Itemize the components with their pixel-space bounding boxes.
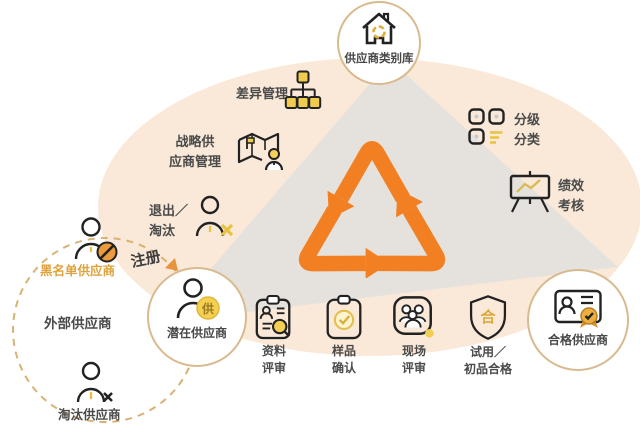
label-exit-eliminate: 退出／ 淘汰 <box>149 203 189 238</box>
step-sample-confirmation: 样品 确认 <box>312 294 376 377</box>
step-trial-qualified: 合 试用／ 初品合格 <box>450 294 526 378</box>
step-label: 样品 确认 <box>331 344 356 375</box>
person-exit-icon <box>195 195 234 237</box>
node-label: 潜在供应商 <box>166 326 227 340</box>
step-onsite-review: 现场 评审 <box>382 294 446 377</box>
node-potential-supplier: 供 潜在供应商 <box>147 267 247 367</box>
label-strategic-supplier-management: 战略供 应商管理 <box>168 134 221 169</box>
performance-board-icon <box>509 171 551 213</box>
map-person-icon <box>237 132 284 171</box>
register-arrowhead-icon <box>165 258 178 271</box>
people-group-icon <box>393 296 434 338</box>
label-grading-classification: 分级 分类 <box>514 112 541 147</box>
node-qualified-supplier: 合格供应商 <box>527 269 629 371</box>
node-label: 供应商类别库 <box>344 53 414 65</box>
certificate-medal-icon <box>554 289 602 328</box>
org-chart-icon <box>284 70 322 109</box>
label-eliminated-supplier: 淘汰供应商 <box>58 408 121 422</box>
person-eliminated-icon <box>76 361 113 403</box>
shield-char: 合 <box>479 308 496 326</box>
step-document-review: 资料 评审 <box>242 294 306 377</box>
shield-icon: 合 <box>469 295 507 340</box>
label-performance-assessment: 绩效 考核 <box>558 178 585 213</box>
step-label: 试用／ 初品合格 <box>463 345 512 376</box>
recycle-cycle-icon <box>298 141 446 278</box>
clipboard-check-icon <box>326 294 362 340</box>
house-recycle-icon <box>362 12 396 45</box>
label-blacklist-supplier: 黑名单供应商 <box>40 264 116 278</box>
clipboard-search-icon <box>255 294 291 340</box>
person-supplier-icon: 供 <box>176 278 220 320</box>
step-label: 现场 评审 <box>401 344 426 375</box>
node-label: 合格供应商 <box>547 333 608 347</box>
supplier-badge-char: 供 <box>201 301 214 316</box>
person-blacklist-icon <box>74 217 118 263</box>
step-label: 资料 评审 <box>261 344 286 375</box>
node-category-library: 供应商类别库 <box>337 1 421 85</box>
grading-grid-icon <box>468 108 505 145</box>
label-difference-management: 差异管理 <box>236 86 289 101</box>
label-external-supplier: 外部供应商 <box>44 316 112 331</box>
